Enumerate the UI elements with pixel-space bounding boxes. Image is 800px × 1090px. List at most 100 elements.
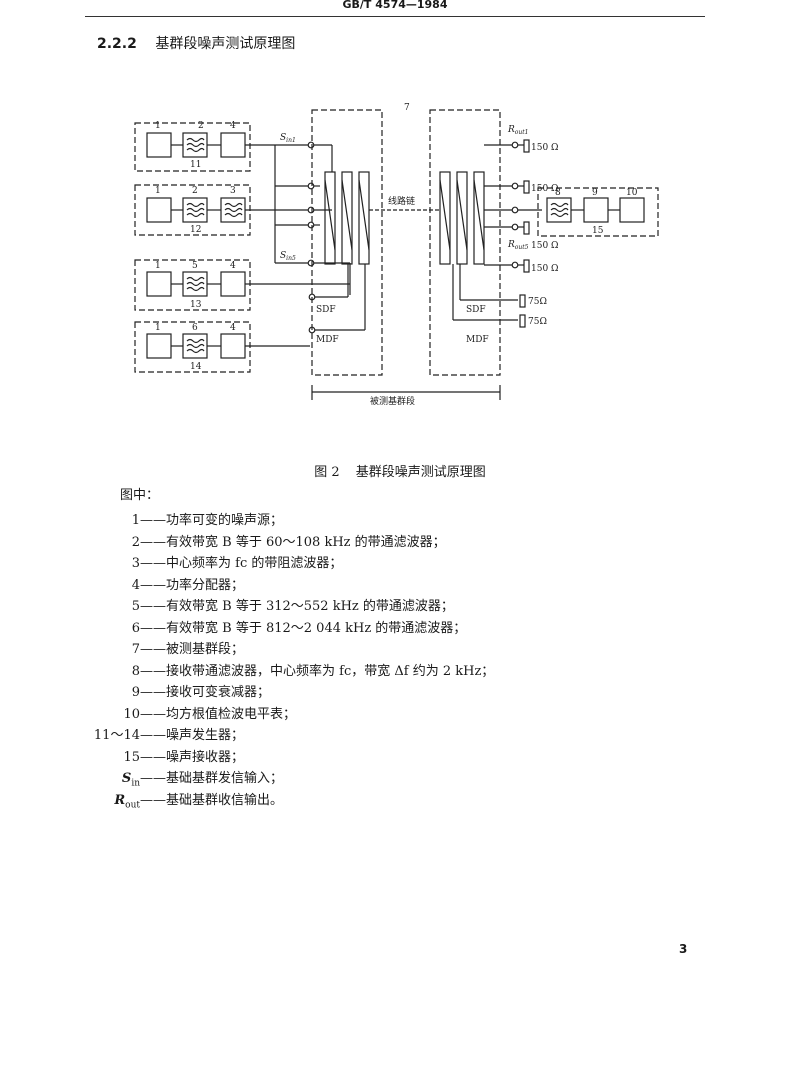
label-sdf-left: SDF xyxy=(316,305,336,315)
segment-dimension xyxy=(311,385,501,400)
legend-key-symbol: R xyxy=(114,792,126,808)
legend-text: ——接收可变衰减器； xyxy=(140,685,271,700)
label-sdf-right: SDF xyxy=(466,305,486,315)
label-r150-a: 150 Ω xyxy=(531,143,559,153)
legend-item: 7——被测基群段； xyxy=(0,639,244,661)
label-r150-c: 150 Ω xyxy=(531,241,559,251)
label-sin5: Sin5 xyxy=(280,251,296,262)
legend-key: 6 xyxy=(131,620,140,636)
legend-item: Sin——基础基群发信输入； xyxy=(0,768,283,790)
legend-key: 10 xyxy=(123,706,140,722)
label-14: 14 xyxy=(190,362,202,372)
label-tested-segment: 被测基群段 xyxy=(370,395,415,407)
label-2a: 2 xyxy=(198,121,204,131)
noise-generator-11 xyxy=(134,122,275,172)
section-heading: 2.2.2 基群段噪声测试原理图 xyxy=(97,33,295,53)
page-header: GB/T 4574—1984 xyxy=(85,0,705,17)
legend-text: ——基础基群收信输出。 xyxy=(140,792,284,808)
legend-item: 11～14——噪声发生器； xyxy=(0,725,244,747)
legend-key: 3 xyxy=(131,556,140,571)
legend-key: 11～14 xyxy=(93,728,140,743)
noise-generator-14 xyxy=(134,321,251,373)
section-title: 基群段噪声测试原理图 xyxy=(155,36,296,52)
figure-number: 图 2 xyxy=(314,465,340,480)
figure-title: 基群段噪声测试原理图 xyxy=(355,465,486,480)
legend-intro: 图中： xyxy=(120,488,160,503)
legend-item: 9——接收可变衰减器； xyxy=(0,682,270,704)
label-r75-b: 75Ω xyxy=(528,317,547,327)
page-number: 3 xyxy=(679,942,688,956)
label-12: 12 xyxy=(190,225,201,235)
label-5: 5 xyxy=(192,261,198,271)
legend-item: Rout——基础基群收信输出。 xyxy=(0,790,283,812)
figure-caption: 图 2 基群段噪声测试原理图 xyxy=(0,461,800,480)
legend-key: Rout xyxy=(0,790,140,817)
standard-number: GB/T 4574—1984 xyxy=(342,0,448,11)
legend-text: ——接收带通滤波器，中心频率为 fc，带宽 Δf 约为 2 kHz； xyxy=(140,663,495,679)
legend-item: 2——有效带宽 B 等于 60～108 kHz 的带通滤波器； xyxy=(0,532,446,554)
segment-box-left xyxy=(311,109,383,376)
legend-key-subscript: in xyxy=(131,778,140,789)
legend-text: ——功率可变的噪声源； xyxy=(140,513,284,528)
legend-key: 7 xyxy=(131,642,140,657)
legend-key: 5 xyxy=(131,599,140,614)
label-3: 3 xyxy=(230,186,236,196)
label-r150-d: 150 Ω xyxy=(531,264,559,274)
legend-key: 15 xyxy=(123,749,140,765)
label-sin1: Sin1 xyxy=(280,133,296,144)
label-4c: 4 xyxy=(230,261,236,271)
label-mdf-left: MDF xyxy=(316,335,339,345)
label-rout5: Rout5 xyxy=(507,240,529,251)
legend-key: Sin xyxy=(0,768,140,795)
label-mdf-right: MDF xyxy=(466,335,489,345)
legend-item: 10——均方根值检波电平表； xyxy=(0,704,296,726)
label-1d: 1 xyxy=(155,323,161,333)
input-bus xyxy=(245,141,350,285)
left-frame-panels xyxy=(324,145,370,265)
label-15: 15 xyxy=(592,226,604,236)
label-1b: 1 xyxy=(155,186,161,196)
label-1c: 1 xyxy=(155,261,161,271)
legend-text: ——噪声发生器； xyxy=(140,728,245,743)
legend-text: ——有效带宽 B 等于 60～108 kHz 的带通滤波器； xyxy=(140,534,446,550)
section-number: 2.2.2 xyxy=(97,36,137,52)
label-1a: 1 xyxy=(155,121,161,131)
legend-key: 1 xyxy=(131,513,140,528)
legend-key-subscript: out xyxy=(125,800,140,811)
legend-key: 4 xyxy=(131,577,140,593)
legend-text: ——均方根值检波电平表； xyxy=(140,706,297,722)
label-r75-a: 75Ω xyxy=(528,297,547,307)
label-2b: 2 xyxy=(192,186,198,196)
label-11: 11 xyxy=(190,160,201,170)
label-r150-b: 150 Ω xyxy=(531,184,559,194)
label-6: 6 xyxy=(192,323,198,333)
legend-text: ——噪声接收器； xyxy=(140,749,245,765)
sdf-mdf-wiring xyxy=(245,263,518,347)
label-9: 9 xyxy=(592,188,598,198)
legend-text: ——有效带宽 B 等于 312～552 kHz 的带通滤波器； xyxy=(140,599,454,614)
label-line-link: 线路链 xyxy=(388,195,415,207)
noise-generator-12 xyxy=(134,184,275,236)
noise-test-diagram: 2 1 4 11 1 2 3 12 1 5 4 13 1 6 4 14 7 Si… xyxy=(134,103,659,407)
legend-key-symbol: S xyxy=(121,771,132,786)
legend-text: ——功率分配器； xyxy=(140,577,245,593)
legend-key: 8 xyxy=(131,663,140,679)
noise-receiver-15 xyxy=(537,187,659,237)
legend-key: 2 xyxy=(131,534,140,550)
legend-item: 3——中心频率为 fc 的带阻滤波器； xyxy=(0,553,343,575)
legend-text: ——被测基群段； xyxy=(140,642,245,657)
label-7: 7 xyxy=(404,103,410,113)
legend-key: 9 xyxy=(131,685,140,700)
legend-item: 15——噪声接收器； xyxy=(0,747,244,769)
legend-text: ——中心频率为 fc 的带阻滤波器； xyxy=(140,556,343,571)
output-terminals xyxy=(484,139,542,328)
legend-text: ——基础基群发信输入； xyxy=(140,771,284,786)
legend-item: 8——接收带通滤波器，中心频率为 fc，带宽 Δf 约为 2 kHz； xyxy=(0,661,495,683)
label-4d: 4 xyxy=(230,323,236,333)
legend-item: 4——功率分配器； xyxy=(0,575,244,597)
segment-box-right xyxy=(429,109,501,376)
legend-item: 1——功率可变的噪声源； xyxy=(0,510,283,532)
label-rout1: Rout1 xyxy=(507,125,529,136)
label-8: 8 xyxy=(555,188,561,198)
label-4a: 4 xyxy=(230,121,236,131)
